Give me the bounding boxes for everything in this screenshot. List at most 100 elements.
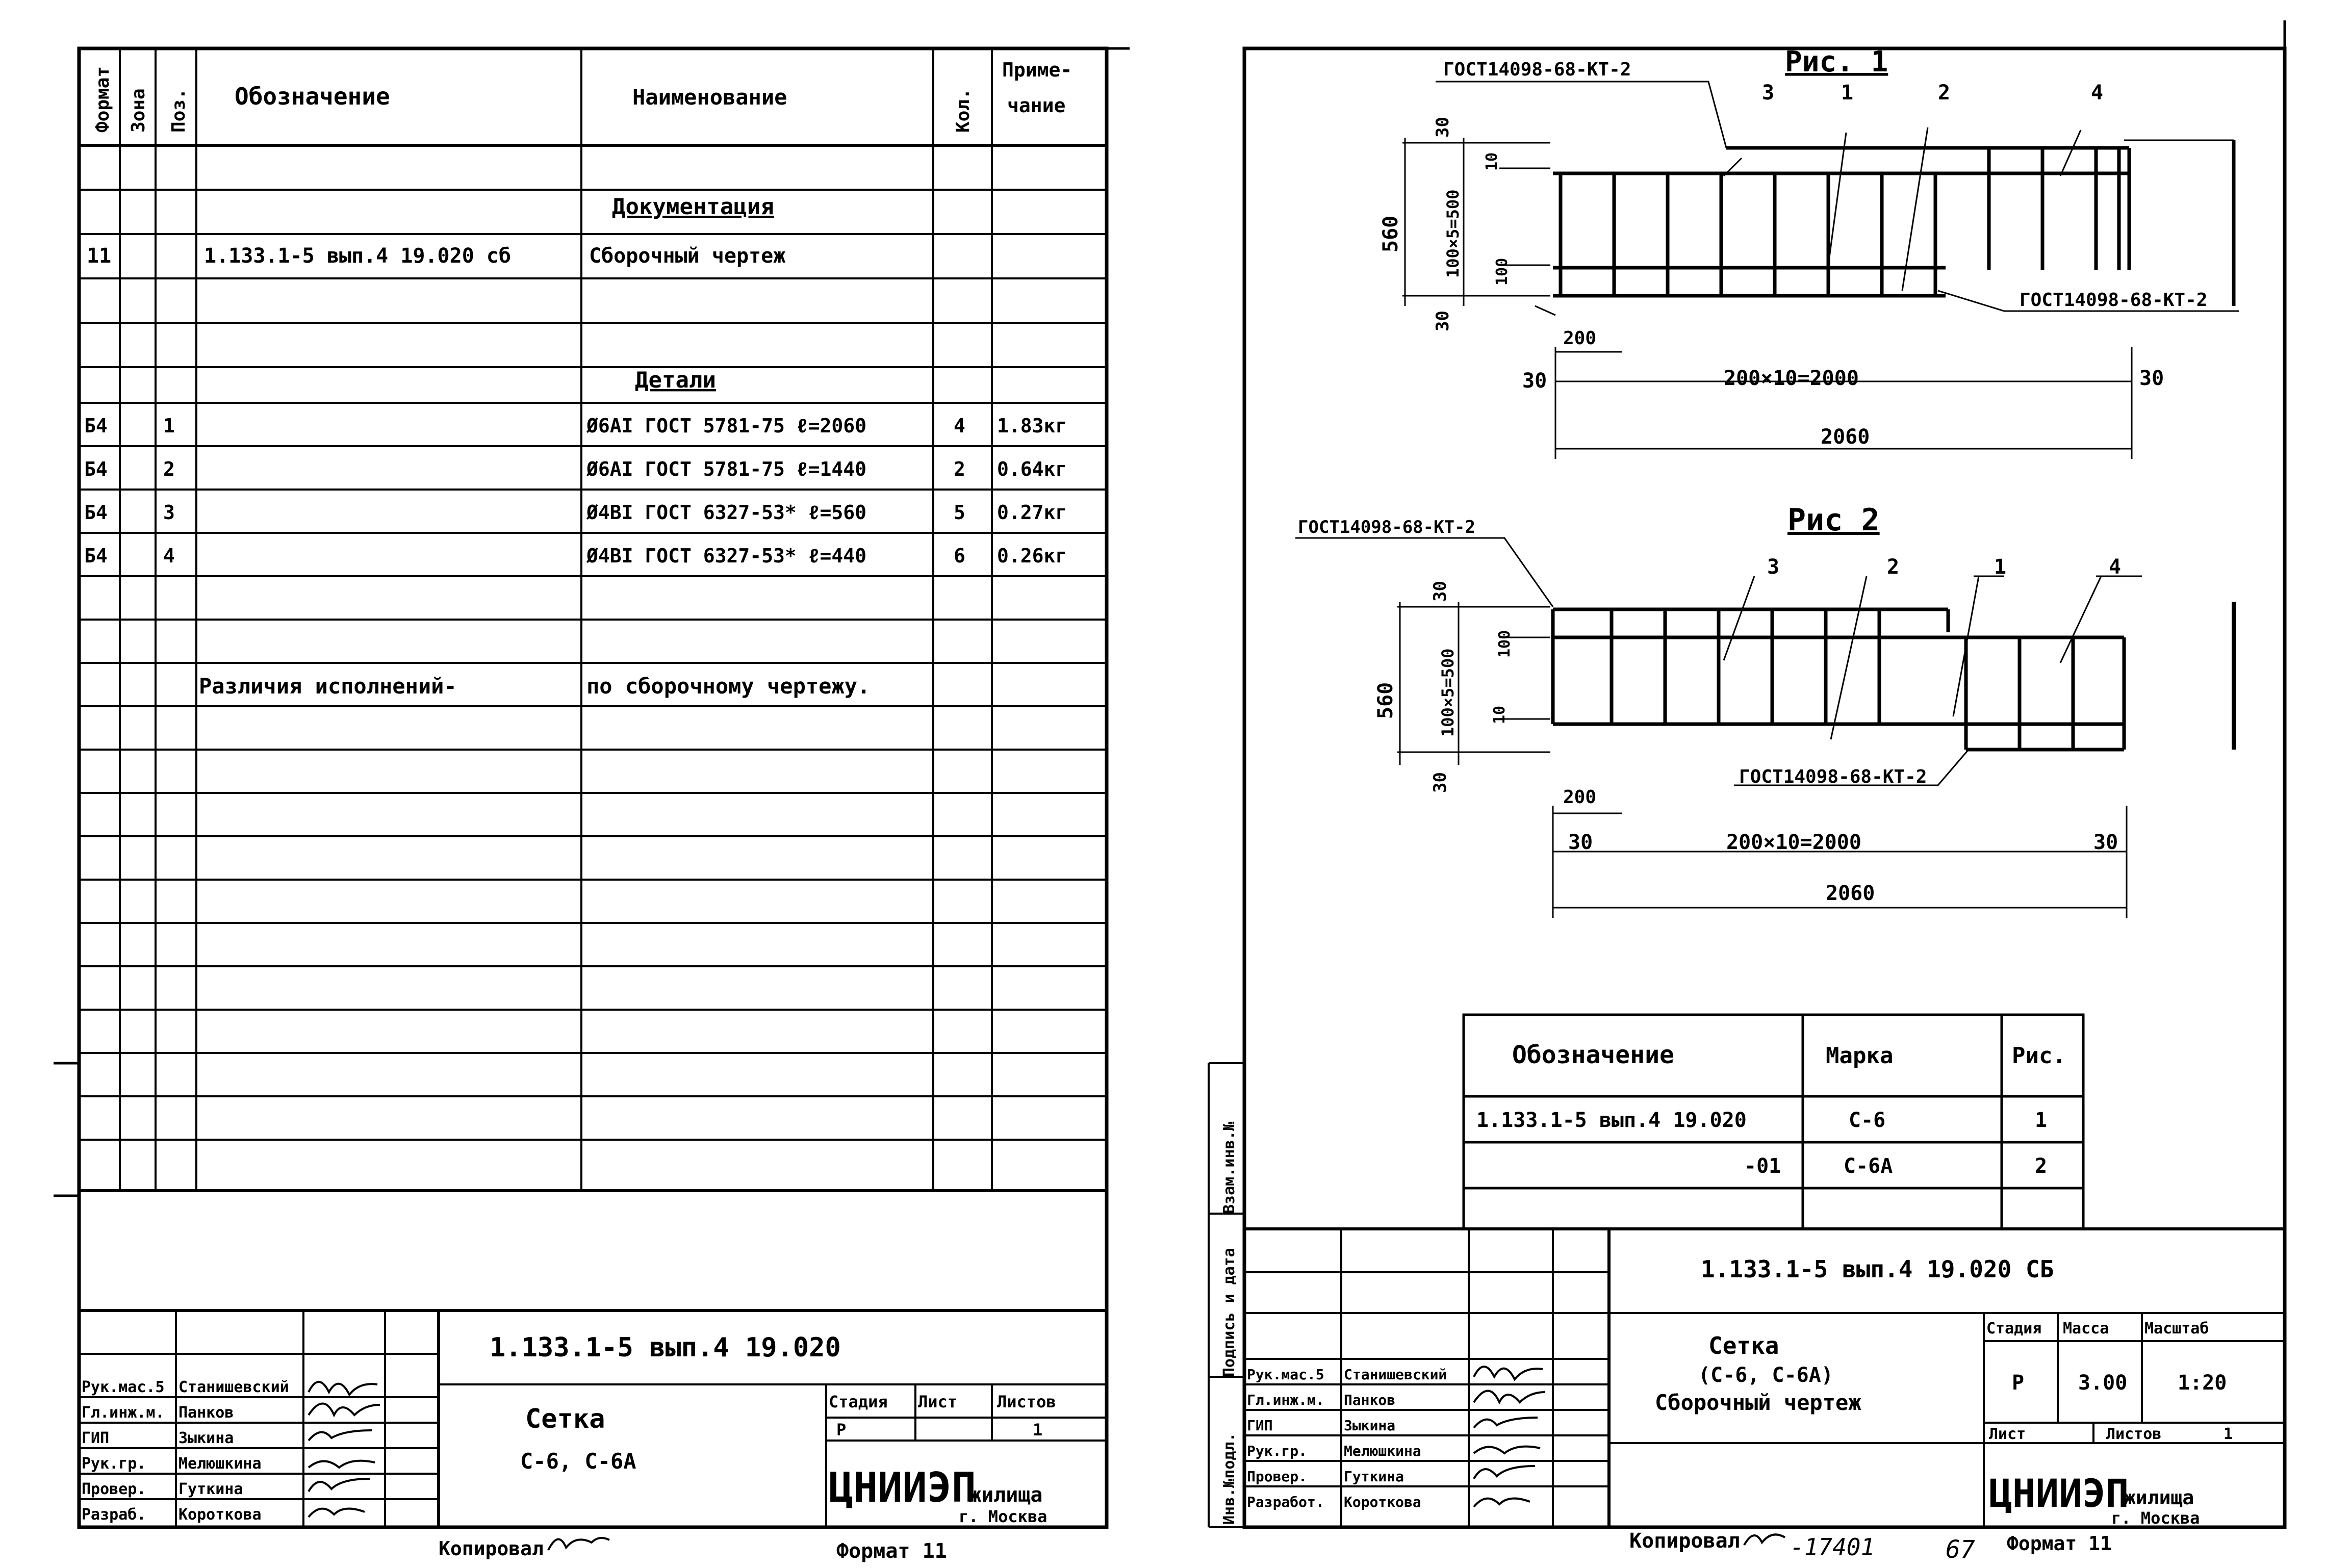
doc-row-format: 11 [87, 244, 111, 268]
role-name: Панков [1344, 1392, 1395, 1408]
format-label: Формат 11 [2007, 1532, 2112, 1555]
detail-pos: 2 [163, 458, 175, 480]
fig2-dim-30-right: 30 [2093, 831, 2118, 854]
fig1-dim-10: 10 [1483, 152, 1501, 171]
detail-format: Б4 [84, 501, 108, 524]
role-name: Гуткина [178, 1480, 243, 1498]
fig2-dim-30-top: 30 [1430, 581, 1450, 602]
fig1-mesh [1553, 146, 2131, 298]
stamp-inv-no: Инв.№подл. [1220, 1432, 1238, 1525]
role-name: Зыкина [178, 1429, 234, 1447]
stage-value: Р [2012, 1371, 2024, 1395]
detail-name: Ø6АI ГОСТ 5781-75 ℓ=1440 [586, 458, 866, 480]
copier-signature [547, 1537, 610, 1551]
sheet-label: Лист [918, 1392, 957, 1411]
role-name: Короткова [1344, 1494, 1421, 1510]
role-label: Гл.инж.м. [1247, 1392, 1324, 1408]
role-label: Разраб. [82, 1506, 146, 1524]
org-name: ЦНИИЭП [1989, 1471, 2129, 1516]
scale-value: 1:20 [2178, 1371, 2227, 1395]
variants-header-fig: Рис. [2012, 1043, 2066, 1069]
detail-name: Ø4ВI ГОСТ 6327-53* ℓ=560 [586, 501, 866, 524]
role-label: Гл.инж.м. [82, 1404, 165, 1422]
detail-format: Б4 [84, 415, 108, 437]
role-label: Провер. [1247, 1468, 1307, 1485]
fig1-pos-label: 4 [2091, 81, 2103, 105]
sheet-label: Лист [1989, 1425, 2026, 1443]
variant-mark: С-6 [1849, 1109, 1885, 1132]
variants-table: Обозначение Марка Рис. 1.133.1-5 вып.4 1… [1476, 1041, 2066, 1178]
left-title-block-grid [79, 1309, 1107, 1527]
role-label: Разработ. [1247, 1494, 1324, 1510]
detail-row: Б4 3 Ø4ВI ГОСТ 6327-53* ℓ=560 5 0.27кг [84, 501, 1067, 524]
title-line2: С-6, С-6А [520, 1449, 636, 1474]
role-label: Рук.мас.5 [1247, 1366, 1324, 1383]
doc-row-name: Сборочный чертеж [589, 244, 785, 268]
role-label: ГИП [1247, 1417, 1273, 1434]
table-row: -01 С-6А 2 [1744, 1154, 2047, 1178]
role-label: Рук.гр. [1247, 1443, 1307, 1459]
variants-header-mark: Марка [1826, 1043, 1893, 1069]
signatures [1473, 1366, 1546, 1508]
fig1-title: Рис. 1 [1785, 45, 1888, 79]
title-line1: Сетка [525, 1404, 605, 1434]
fig2-dim-total: 2060 [1826, 882, 1875, 905]
variant-fig: 2 [2035, 1154, 2047, 1178]
detail-pos: 3 [163, 501, 175, 524]
fig2-pos-label: 2 [1887, 555, 1899, 579]
org-suffix: жилища [2124, 1486, 2194, 1509]
variants-note-left: Различия исполнений- [199, 674, 457, 699]
fig2-mesh [1551, 607, 2126, 752]
fig1-dim-30-bottom: 30 [1433, 311, 1453, 331]
role-label: Рук.мас.5 [82, 1378, 165, 1396]
header-pos: Поз. [168, 88, 189, 133]
role-name: Гуткина [1344, 1468, 1404, 1485]
fig2-dim-vertical: 100×5=500 [1438, 649, 1458, 737]
role-name: Станишевский [1344, 1366, 1447, 1383]
fig2-dim-30-left: 30 [1568, 831, 1593, 854]
fig2-gost-top: ГОСТ14098-68-КТ-2 [1298, 517, 1475, 537]
sheets-value: 1 [2224, 1425, 2233, 1443]
left-sheet [54, 46, 1130, 1529]
sheet-number: 67 [1946, 1535, 1975, 1564]
right-sheet [1208, 20, 2287, 1529]
title-block-code: 1.133.1-5 вып.4 19.020 [490, 1332, 841, 1363]
sheets-label: Листов [997, 1392, 1056, 1411]
table-row: 1.133.1-5 вып.4 19.020 С-6 1 [1476, 1109, 2047, 1132]
detail-qty: 5 [954, 501, 965, 524]
detail-qty: 6 [954, 545, 965, 567]
fig2-pos-label: 4 [2109, 555, 2121, 579]
header-note-line2: чание [1007, 94, 1065, 117]
sheets-value: 1 [1033, 1420, 1042, 1440]
fig2-gost-bottom: ГОСТ14098-68-КТ-2 [1739, 766, 1927, 787]
role-name: Мелюшкина [178, 1455, 262, 1473]
fig1-gost-right: ГОСТ14098-68-КТ-2 [2020, 290, 2207, 311]
fig1-dimension-lines [1402, 81, 2239, 459]
detail-format: Б4 [84, 458, 108, 480]
role-name: Мелюшкина [1344, 1443, 1421, 1459]
detail-qty: 2 [954, 458, 965, 480]
role-name: Станишевский [178, 1378, 289, 1396]
mass-value: 3.00 [2078, 1371, 2127, 1395]
fig1-dim-30-top: 30 [1433, 117, 1453, 138]
fig2-dimension-lines [1295, 537, 2236, 918]
fig2-dim-200: 200 [1563, 787, 1596, 808]
detail-name: Ø4ВI ГОСТ 6327-53* ℓ=440 [586, 545, 866, 567]
title-line1: Сетка [1708, 1332, 1779, 1359]
fig1-dim-total: 2060 [1821, 425, 1870, 449]
detail-name: Ø6АI ГОСТ 5781-75 ℓ=2060 [586, 415, 866, 437]
detail-format: Б4 [84, 545, 108, 567]
doc-row-designation: 1.133.1-5 вып.4 19.020 сб [204, 244, 511, 268]
role-label: Провер. [82, 1480, 146, 1498]
spec-table-grid [79, 48, 1107, 1192]
detail-pos: 4 [163, 545, 175, 567]
fig1-gost-top: ГОСТ14098-68-КТ-2 [1443, 59, 1631, 80]
right-title-block-grid [1244, 1227, 2285, 1527]
header-zone: Зона [128, 88, 149, 133]
header-note-line1: Приме- [1002, 59, 1072, 81]
header-format: Формат [92, 66, 113, 133]
detail-row: Б4 4 Ø4ВI ГОСТ 6327-53* ℓ=440 6 0.26кг [84, 545, 1067, 567]
stage-label: Стадия [829, 1392, 888, 1411]
fig1-pos-label: 3 [1762, 81, 1774, 105]
